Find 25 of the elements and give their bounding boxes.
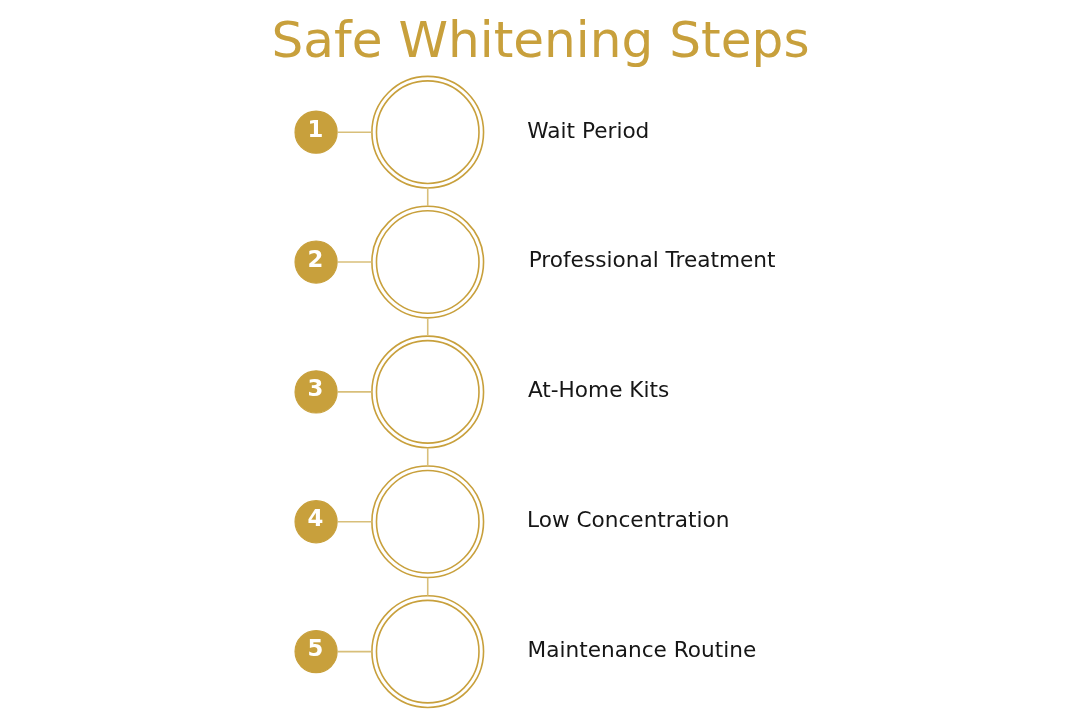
diagram-title: Safe Whitening Steps xyxy=(271,10,809,70)
connector xyxy=(426,317,429,337)
connector xyxy=(336,520,372,523)
node-picture xyxy=(370,595,484,709)
node-label: At-Home Kits xyxy=(527,377,669,403)
node-circle: 1 xyxy=(293,110,338,154)
connector xyxy=(426,576,429,597)
connector xyxy=(336,391,372,393)
node-circle: 5 xyxy=(293,629,338,674)
connector xyxy=(336,650,372,653)
node-label: Professional Treatment xyxy=(528,247,776,273)
connector xyxy=(336,131,372,133)
node-circle: 3 xyxy=(293,370,338,414)
connector xyxy=(426,447,429,467)
node-label: Low Concentration xyxy=(526,507,729,533)
connector xyxy=(426,187,429,207)
node-picture xyxy=(370,465,484,579)
node-picture xyxy=(370,75,484,189)
node-label: Maintenance Routine xyxy=(527,636,756,662)
node-circle: 2 xyxy=(293,240,338,284)
connector xyxy=(336,261,372,263)
node-picture xyxy=(370,205,484,319)
node-picture xyxy=(370,335,484,449)
node-label: Wait Period xyxy=(526,117,649,143)
node-circle: 4 xyxy=(293,500,338,544)
